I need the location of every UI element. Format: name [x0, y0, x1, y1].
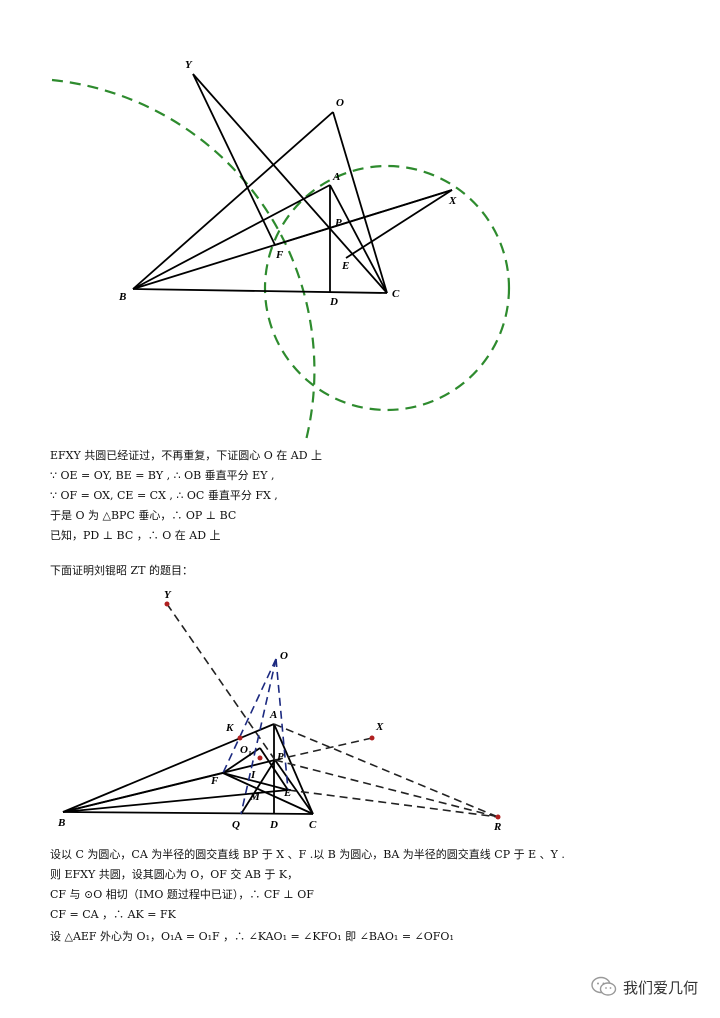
- figure-2-solid-lines: [62, 723, 314, 815]
- label-P: P: [335, 217, 342, 229]
- label-A: A: [332, 171, 340, 183]
- label-C: C: [309, 819, 317, 831]
- label-E: E: [283, 787, 291, 799]
- circle-efxy: [51, 78, 316, 440]
- proof-line: ∵ OF = OX, CE = CX , ∴ OC 垂直平分 FX ,: [50, 489, 278, 502]
- label-B: B: [57, 817, 65, 829]
- label-C: C: [392, 288, 400, 300]
- section-heading: 下面证明刘锟昭 ZT 的题目：: [50, 564, 193, 577]
- label-M: M: [249, 791, 261, 803]
- label-E: E: [341, 260, 349, 272]
- proof-line: 则 EFXY 共圆，设其圆心为 O，OF 交 AB 于 K，: [50, 868, 299, 881]
- proof-text-2: 设以 C 为圆心，CA 为半径的圆交直线 BP 于 X 、F .以 B 为圆心，…: [50, 845, 565, 925]
- watermark-text: 我们爱几何: [622, 978, 698, 997]
- proof-line: CF = CA ，∴ AK = FK: [50, 908, 176, 921]
- label-K: K: [225, 722, 234, 734]
- label-R: R: [493, 821, 501, 833]
- label-O1: O1: [240, 744, 251, 758]
- proof-line: CF 与 ⊙O 相切（IMO 题过程中已证），∴ CF ⊥ OF: [50, 888, 314, 901]
- watermark: 我们爱几何: [591, 976, 698, 998]
- figure-2: Y O K A X O1 P I F M E B Q D C R: [0, 585, 720, 845]
- proof-text-1: EFXY 共圆已经证过，不再重复，下证圆心 O 在 AD 上 ∵ OE = OY…: [50, 446, 322, 546]
- figure-2-points: [164, 601, 501, 820]
- figure-1-lines: [132, 73, 453, 294]
- proof-line: 设以 C 为圆心，CA 为半径的圆交直线 BP 于 X 、F .以 B 为圆心，…: [50, 848, 565, 861]
- label-D: D: [329, 296, 338, 308]
- proof-text-3: 设 △AEF 外心为 O₁，O₁A = O₁F ，∴ ∠KAO₁ = ∠KFO₁…: [50, 930, 454, 943]
- label-Y: Y: [185, 59, 193, 71]
- label-O: O: [336, 97, 344, 109]
- label-Q: Q: [232, 819, 240, 831]
- proof-line: ∵ OE = OY, BE = BY , ∴ OB 垂直平分 EY ,: [50, 469, 275, 482]
- proof-line: 于是 O 为 △BPC 垂心，∴ OP ⊥ BC: [50, 509, 237, 522]
- label-F: F: [275, 249, 284, 261]
- figure-1: Y O A X P F E B D C: [0, 0, 720, 440]
- label-B: B: [118, 291, 126, 303]
- label-F: F: [210, 775, 219, 787]
- label-O: O: [280, 650, 288, 662]
- label-X: X: [448, 195, 457, 207]
- wechat-icon: [591, 976, 617, 998]
- label-P: P: [277, 751, 284, 763]
- proof-line: 已知，PD ⊥ BC ，∴ O 在 AD 上: [50, 529, 221, 542]
- circle-c: [263, 164, 511, 412]
- figure-2-dashed-lines: [166, 603, 499, 818]
- label-X: X: [375, 721, 384, 733]
- label-I: I: [250, 769, 256, 781]
- label-A: A: [269, 709, 277, 721]
- label-D: D: [269, 819, 278, 831]
- label-Y: Y: [164, 589, 172, 601]
- proof-line: EFXY 共圆已经证过，不再重复，下证圆心 O 在 AD 上: [50, 449, 323, 462]
